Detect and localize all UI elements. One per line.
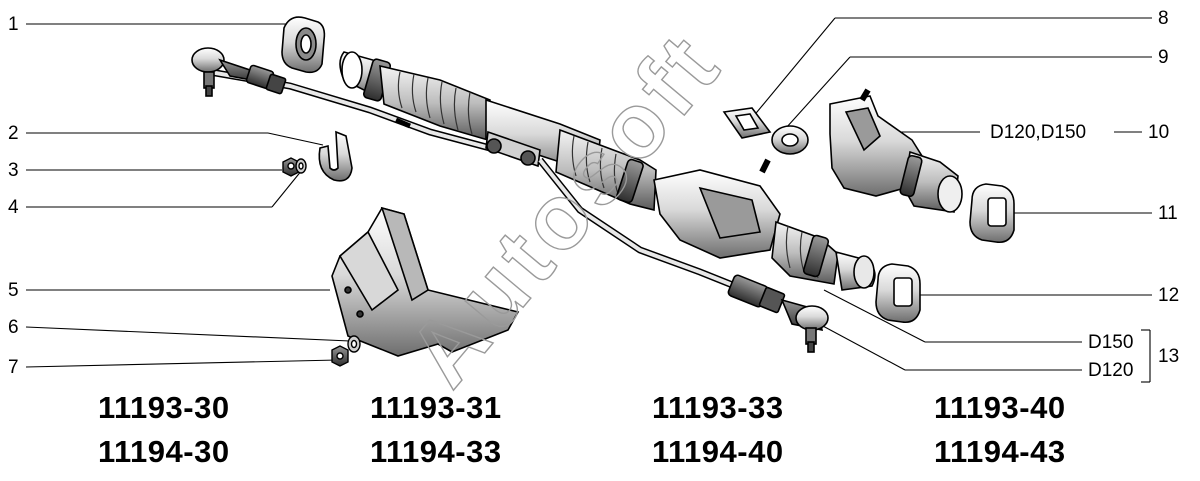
callout-4: 4	[8, 197, 19, 218]
model-code: 11193-40	[934, 390, 1066, 425]
washer-part-6	[347, 335, 361, 353]
model-code: 11194-40	[652, 434, 784, 469]
washer-part-4	[295, 158, 307, 174]
variant-label-d120: D120	[1088, 360, 1134, 381]
model-code: 11194-33	[370, 434, 502, 469]
callout-12: 12	[1158, 285, 1180, 306]
heat-shield-part-5	[331, 206, 520, 357]
callout-6: 6	[8, 317, 19, 338]
callout-2: 2	[8, 123, 19, 144]
rubber-mount-part-1	[281, 16, 326, 74]
model-code: 11194-43	[934, 434, 1066, 469]
nut-part-7	[331, 345, 349, 367]
callout-8: 8	[1158, 8, 1169, 29]
callout-7: 7	[8, 357, 19, 378]
gasket-part-8	[722, 107, 772, 139]
steering-gear-part-10	[829, 88, 963, 213]
model-code: 11193-33	[652, 390, 784, 425]
model-code: 11194-30	[98, 434, 230, 469]
left-tie-rod	[191, 47, 491, 152]
callout-1: 1	[8, 14, 19, 35]
rubber-mount-part-11	[969, 183, 1015, 244]
callout-10: 10	[1148, 122, 1170, 143]
steering-rack-assembly	[339, 51, 876, 291]
callout-11: 11	[1158, 203, 1178, 224]
seal-ring-part-9	[771, 125, 809, 155]
rubber-mount-part-12	[875, 263, 921, 324]
callout-3: 3	[8, 160, 19, 181]
clamp-bracket-part-2	[318, 130, 353, 182]
callout-9: 9	[1158, 47, 1169, 68]
variant-label-d150: D150	[1088, 332, 1134, 353]
model-code: 11193-31	[370, 390, 502, 425]
model-code: 11193-30	[98, 390, 230, 425]
variant-label-d120-d150: D120,D150	[990, 122, 1087, 143]
right-tie-rod	[537, 157, 829, 353]
callout-5: 5	[8, 280, 19, 301]
callout-13: 13	[1158, 346, 1180, 367]
